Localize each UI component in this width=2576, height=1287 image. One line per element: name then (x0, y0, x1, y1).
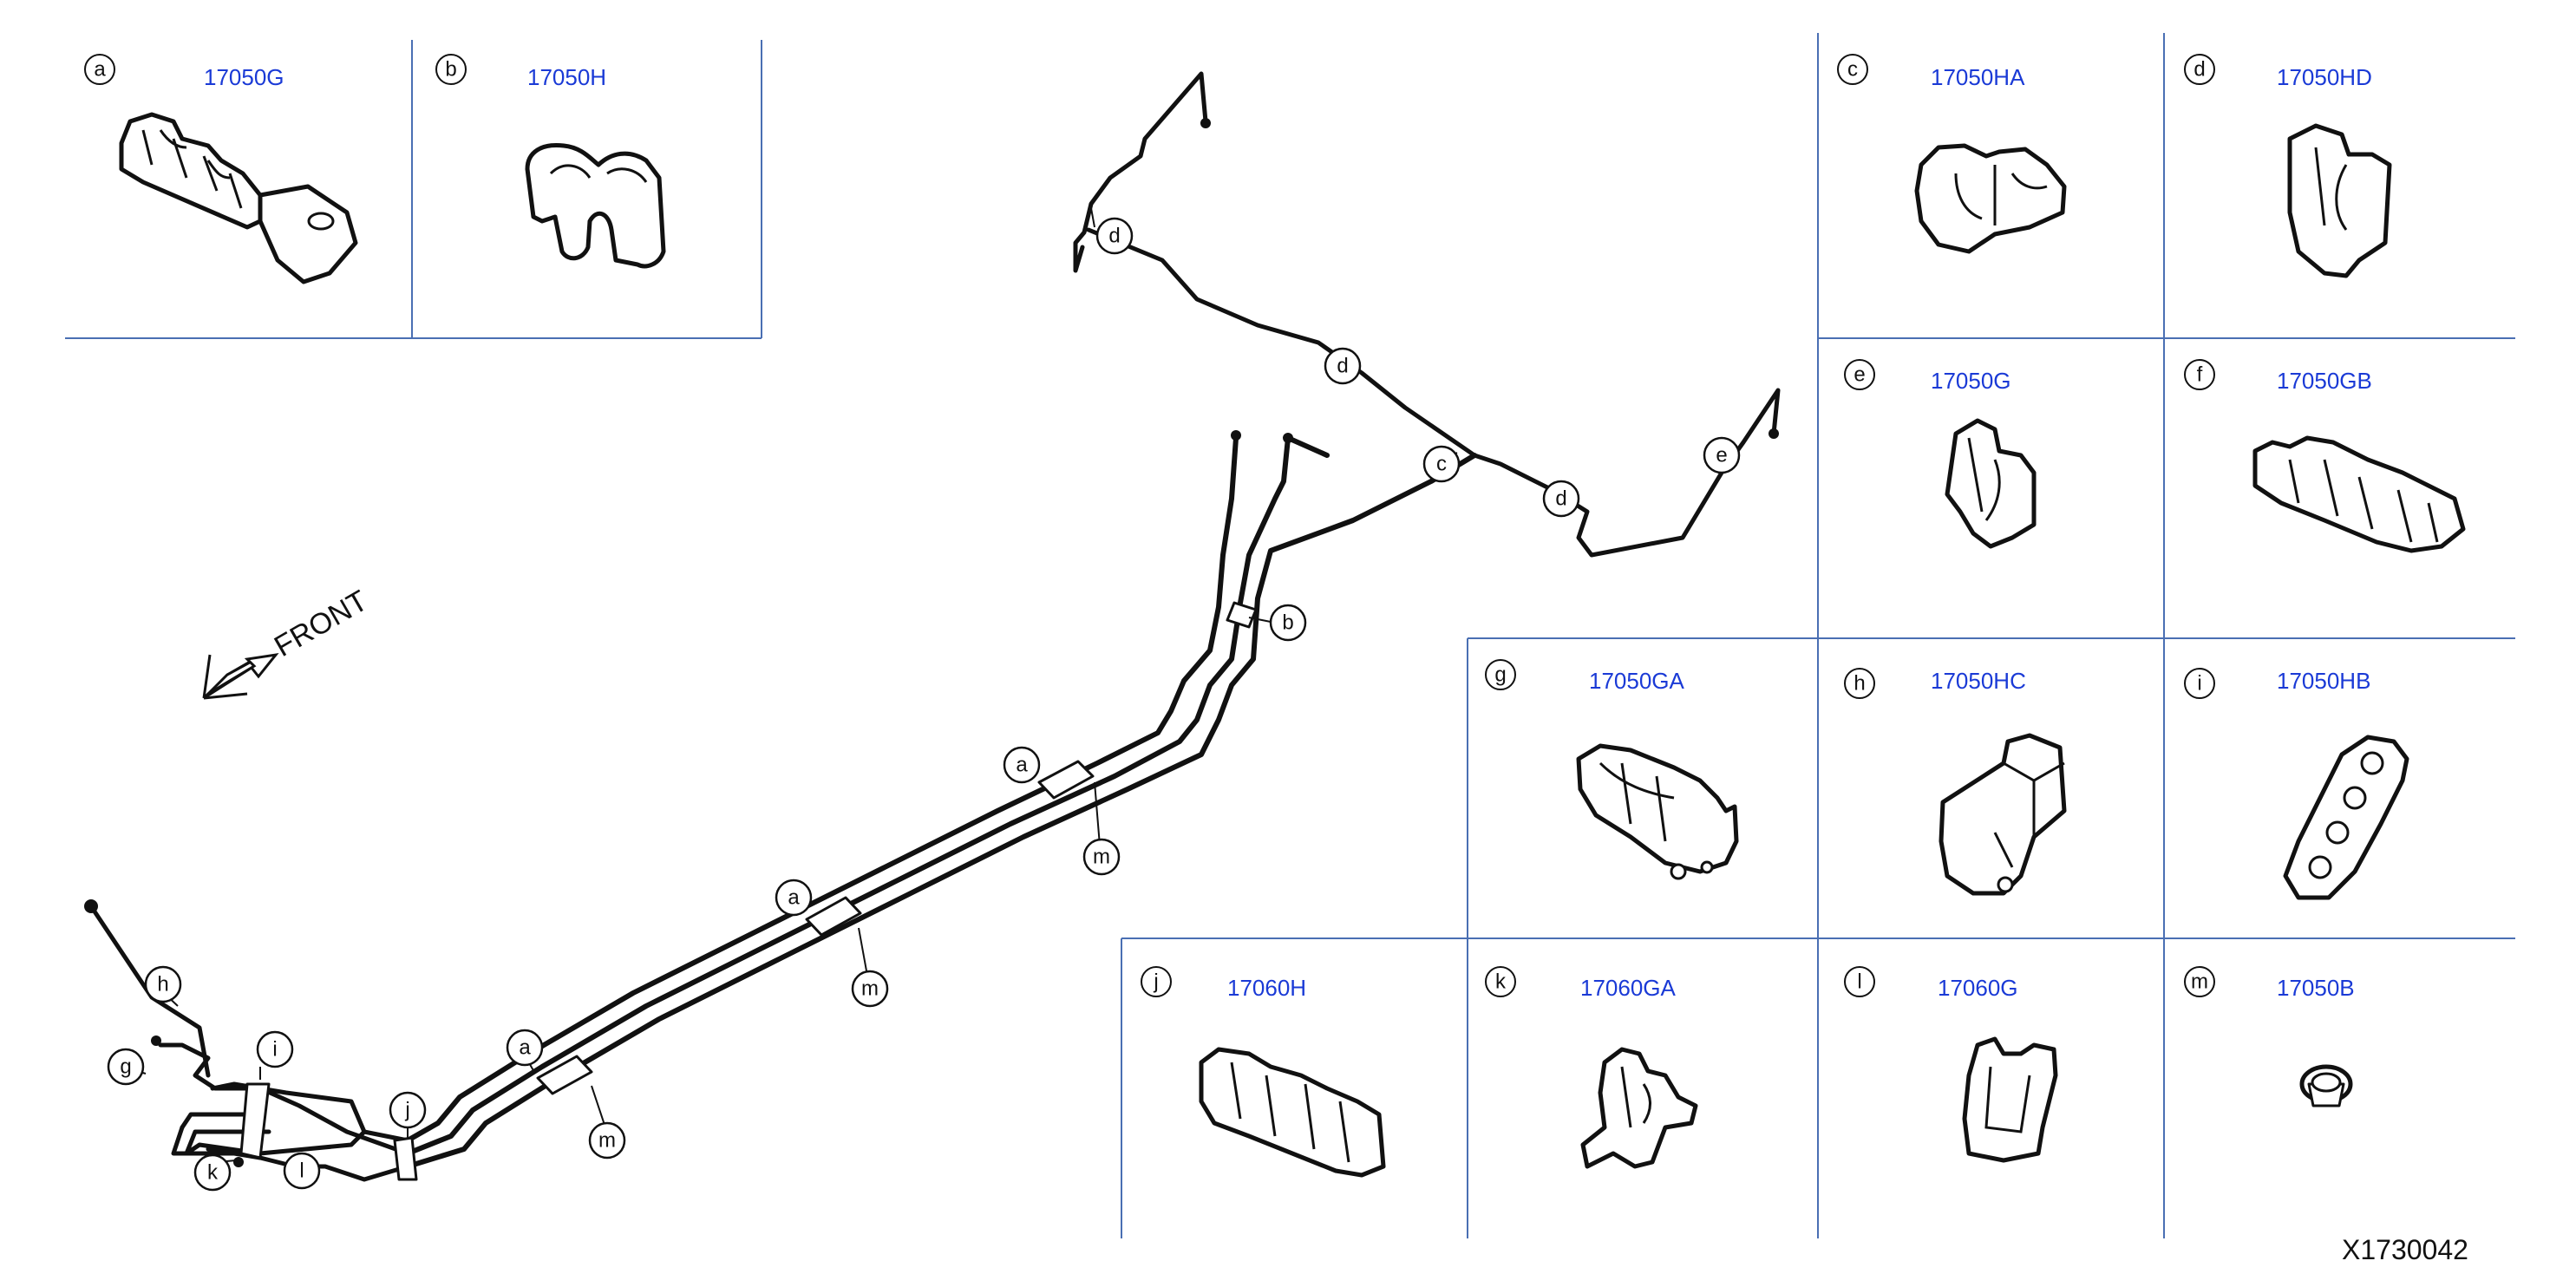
clip-illustration-a (119, 112, 358, 284)
part-cell-j[interactable]: j 17060H (1141, 966, 1386, 1178)
callouts: d d c d e b a m a m a m h g i j k l (107, 207, 1741, 1192)
svg-text:m: m (1093, 846, 1110, 869)
part-cell-a[interactable]: a 17050G (84, 54, 358, 284)
clip-illustration-e (1945, 418, 2037, 549)
part-cell-l[interactable]: l 17060G (1844, 966, 2058, 1163)
part-cell-e[interactable]: e 17050G (1844, 359, 2037, 549)
part-letter: h (1854, 672, 1865, 696)
svg-text:j: j (404, 1099, 409, 1122)
part-letter: b (445, 58, 456, 82)
svg-text:m: m (861, 977, 879, 1001)
clip-illustration-g (1576, 743, 1739, 880)
part-letter: i (2197, 672, 2201, 696)
part-letter: e (1854, 363, 1865, 387)
svg-text:d: d (1337, 355, 1348, 378)
part-letter: j (1153, 970, 1158, 994)
part-letter: a (94, 58, 106, 82)
part-cell-c[interactable]: c 17050HA (1837, 54, 2067, 254)
clip-illustration-d (2287, 123, 2392, 278)
part-number: 17050B (2277, 975, 2355, 1001)
part-letter: l (1857, 970, 1861, 994)
front-direction-indicator: FRONT (202, 584, 373, 700)
part-letter: f (2197, 363, 2203, 387)
callout-j: j (389, 1091, 427, 1129)
callout-d: d (1324, 347, 1362, 385)
svg-text:i: i (272, 1038, 277, 1062)
svg-text:d: d (1555, 487, 1566, 511)
part-number: 17050G (1931, 368, 2011, 394)
clip-illustration-h (1939, 733, 2067, 896)
callout-d: d (1542, 480, 1580, 518)
callout-l: l (283, 1152, 321, 1190)
svg-text:a: a (519, 1036, 531, 1060)
part-number: 17050HC (1931, 668, 2026, 694)
callout-h: h (144, 965, 182, 1003)
callout-m: m (1082, 838, 1121, 876)
bundle-clips (239, 601, 1258, 1181)
callout-k: k (193, 1153, 232, 1192)
callout-e: e (1703, 436, 1741, 474)
part-letter: c (1847, 58, 1858, 82)
front-label: FRONT (269, 584, 373, 663)
svg-text:d: d (1108, 225, 1120, 248)
svg-text:g: g (120, 1055, 131, 1079)
svg-text:a: a (788, 886, 800, 910)
clip-illustration-l (1962, 1036, 2058, 1163)
part-number: 17050GA (1589, 668, 1685, 694)
part-cell-i[interactable]: i 17050HB (2184, 668, 2409, 900)
callout-g: g (107, 1048, 145, 1086)
part-number: 17050HD (2277, 64, 2372, 90)
diagram-reference-code: X1730042 (2342, 1234, 2468, 1265)
part-letter: d (2194, 58, 2205, 82)
part-cell-d[interactable]: d 17050HD (2184, 54, 2392, 278)
svg-text:a: a (1016, 754, 1028, 777)
part-number: 17050HA (1931, 64, 2025, 90)
svg-text:l: l (299, 1160, 304, 1183)
part-number: 17050HB (2277, 668, 2370, 694)
svg-text:h: h (157, 973, 168, 996)
clip-illustration-k (1580, 1047, 1698, 1169)
fuel-brake-lines (84, 71, 1781, 1182)
parts-panel-right (1121, 33, 2515, 1238)
part-letter: m (2191, 970, 2208, 994)
clip-illustration-i (2283, 735, 2409, 900)
part-cell-b[interactable]: b 17050H (435, 54, 666, 269)
callout-a: a (775, 879, 813, 917)
part-number: 17050H (527, 64, 606, 90)
clip-illustration-f (2252, 435, 2466, 553)
callout-b: b (1269, 604, 1307, 642)
parts-panel-top-left (65, 40, 762, 339)
part-number: 17050G (204, 64, 284, 90)
callout-m: m (588, 1121, 626, 1160)
svg-text:m: m (598, 1129, 616, 1153)
callout-i: i (256, 1030, 294, 1068)
svg-text:c: c (1436, 453, 1447, 476)
svg-text:b: b (1282, 611, 1293, 635)
part-cell-h[interactable]: h 17050HC (1844, 668, 2067, 896)
clip-illustration-m (2299, 1064, 2353, 1107)
part-cell-g[interactable]: g 17050GA (1485, 659, 1739, 880)
callout-c: c (1422, 445, 1461, 483)
part-number: 17060G (1938, 975, 2018, 1001)
callout-a: a (1003, 746, 1041, 784)
part-cell-m[interactable]: m 17050B (2184, 966, 2355, 1107)
callout-a: a (506, 1029, 544, 1067)
part-letter: g (1494, 663, 1506, 687)
part-letter: k (1495, 970, 1507, 994)
part-number: 17050GB (2277, 368, 2372, 394)
part-cell-k[interactable]: k 17060GA (1485, 966, 1698, 1169)
part-number: 17060GA (1580, 975, 1677, 1001)
svg-text:e: e (1716, 444, 1727, 467)
clip-illustration-b (525, 142, 666, 269)
clip-illustration-c (1914, 143, 2067, 254)
part-number: 17060H (1227, 975, 1306, 1001)
svg-text:k: k (207, 1161, 219, 1185)
part-cell-f[interactable]: f 17050GB (2184, 359, 2466, 553)
callout-d: d (1095, 217, 1134, 255)
callout-m: m (851, 970, 889, 1008)
clip-illustration-j (1199, 1047, 1386, 1178)
